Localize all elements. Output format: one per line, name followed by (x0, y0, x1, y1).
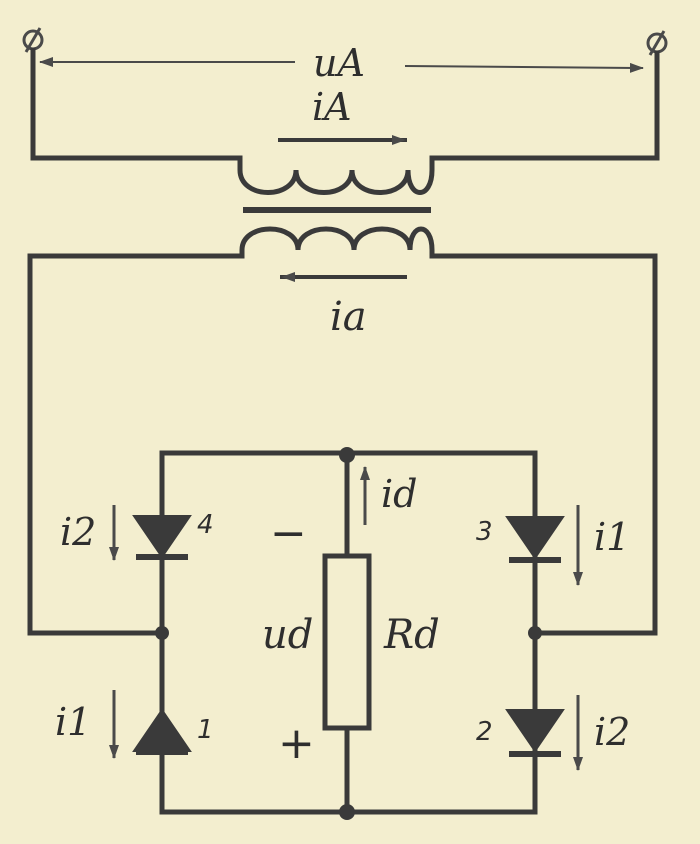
diode-2: 2 (476, 709, 565, 757)
primary-current-arrow: iA (278, 85, 407, 145)
secondary-wire (27, 253, 658, 636)
label-R-d: Rd (383, 612, 440, 658)
minus-sign: − (270, 508, 307, 559)
secondary-current-arrow: ia (280, 272, 407, 340)
load-current-arrow: id (360, 466, 417, 525)
diode-1: 1 (132, 708, 214, 755)
label-i1-right: i1 (594, 515, 630, 559)
plus-sign: + (278, 718, 315, 769)
diode-2-number: 2 (476, 717, 493, 747)
primary-wire (30, 47, 660, 161)
load-resistor (322, 553, 372, 731)
diode-3-number: 3 (476, 517, 493, 547)
secondary-circuit (27, 226, 658, 636)
current-arrow-diode-4: i2 (60, 505, 119, 561)
node-bottom (339, 804, 355, 820)
secondary-winding (239, 226, 435, 259)
diode-4: 4 (132, 510, 214, 560)
primary-winding (237, 155, 435, 195)
node-top (339, 447, 355, 463)
diode-4-number: 4 (197, 510, 214, 540)
label-i-d: id (381, 472, 417, 516)
label-u-A: uA (313, 41, 365, 85)
node-right (528, 626, 542, 640)
node-left (155, 626, 169, 640)
label-u-d: ud (262, 612, 313, 658)
current-arrow-diode-1: i1 (55, 690, 119, 759)
current-arrow-diode-3: i1 (573, 505, 630, 586)
diode-3: 3 (476, 516, 565, 563)
label-i-a: ia (330, 294, 367, 340)
primary-voltage-arrow: uA (39, 41, 644, 85)
primary-circuit (22, 27, 668, 195)
label-i2-left: i2 (60, 510, 96, 554)
label-i2-right: i2 (594, 710, 630, 754)
diode-1-number: 1 (197, 715, 214, 745)
current-arrow-diode-2: i2 (573, 695, 630, 771)
label-i1-left: i1 (55, 700, 91, 744)
label-i-A: iA (312, 85, 352, 129)
